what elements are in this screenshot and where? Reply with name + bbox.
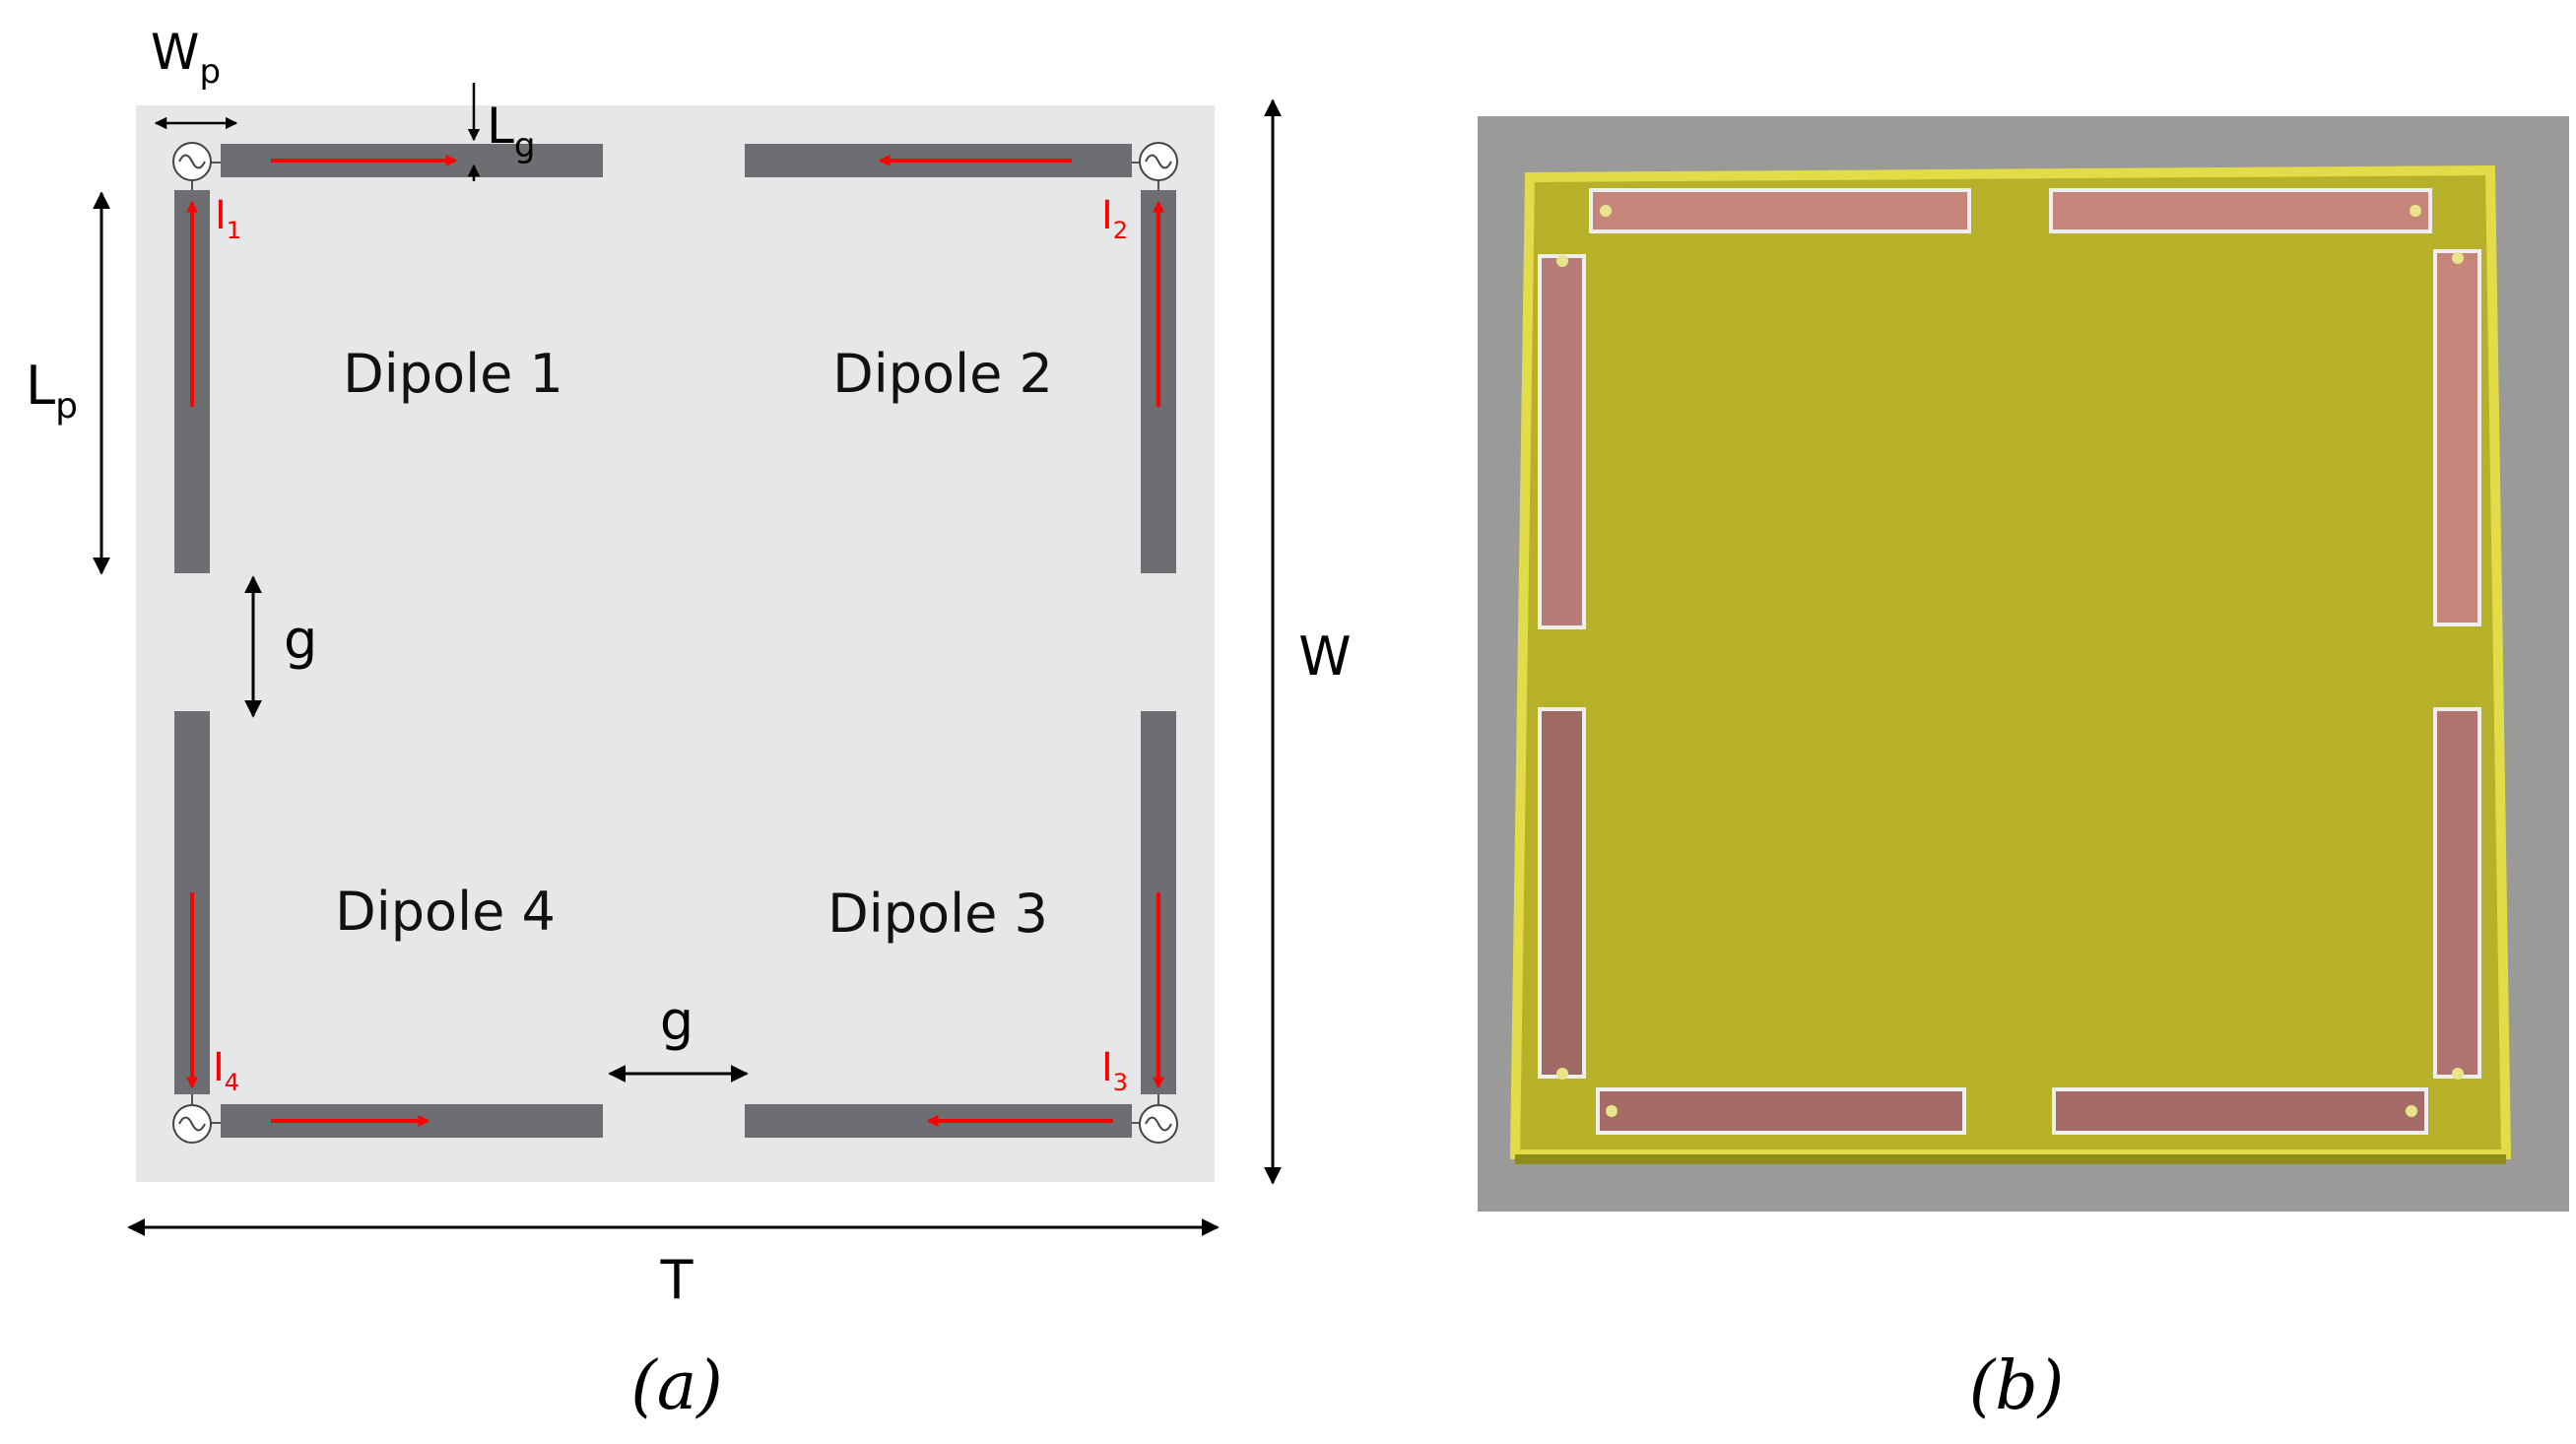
dipole-label-3: Dipole 3: [827, 883, 1048, 945]
t-label: T: [660, 1249, 694, 1311]
current-label-1: I1: [215, 193, 241, 244]
w-label: W: [1298, 625, 1351, 688]
g-vertical-label: g: [284, 609, 317, 671]
copper-strip-bottom-left: [1596, 1087, 1966, 1135]
current-label-4: I4: [213, 1045, 239, 1096]
current-label-2: I2: [1101, 193, 1128, 244]
source-icon: [172, 142, 221, 190]
source-icon: [1132, 1094, 1178, 1144]
panel-b-photo: (b): [1478, 116, 2569, 1425]
source-icon: [1132, 142, 1178, 190]
source-icon: [172, 1094, 221, 1144]
current-label-3: I3: [1101, 1045, 1128, 1096]
lg-label: Lg: [487, 98, 535, 165]
lp-label: Lp: [26, 355, 78, 427]
copper-strip-left-top: [1538, 254, 1586, 629]
dipole-label-1: Dipole 1: [343, 343, 563, 405]
pcb-board: [1509, 164, 2512, 1159]
dipole-label-4: Dipole 4: [335, 881, 556, 943]
current-arrows: [186, 155, 1164, 1127]
wp-label: Wp: [151, 24, 221, 92]
copper-strip-left-bottom: [1538, 707, 1586, 1079]
panel-a: I1 I2 I4 I3 Dipole 1 Dipole 2 Dipole 4 D…: [26, 24, 1352, 1425]
copper-strip-top-left: [1589, 188, 1971, 233]
copper-strip-right-top: [2433, 249, 2481, 626]
caption-a: (a): [630, 1347, 723, 1425]
pcb-holes: [1556, 205, 2464, 1117]
copper-strip-right-bottom: [2433, 707, 2481, 1079]
copper-strip-bottom-right: [2052, 1087, 2428, 1135]
dipole-label-2: Dipole 2: [832, 343, 1053, 405]
copper-strip-top-right: [2049, 188, 2432, 233]
caption-b: (b): [1969, 1347, 2065, 1425]
g-horizontal-label: g: [660, 990, 694, 1052]
pcb-side-edge: [1515, 1154, 2506, 1164]
board-substrate: [136, 105, 1215, 1182]
